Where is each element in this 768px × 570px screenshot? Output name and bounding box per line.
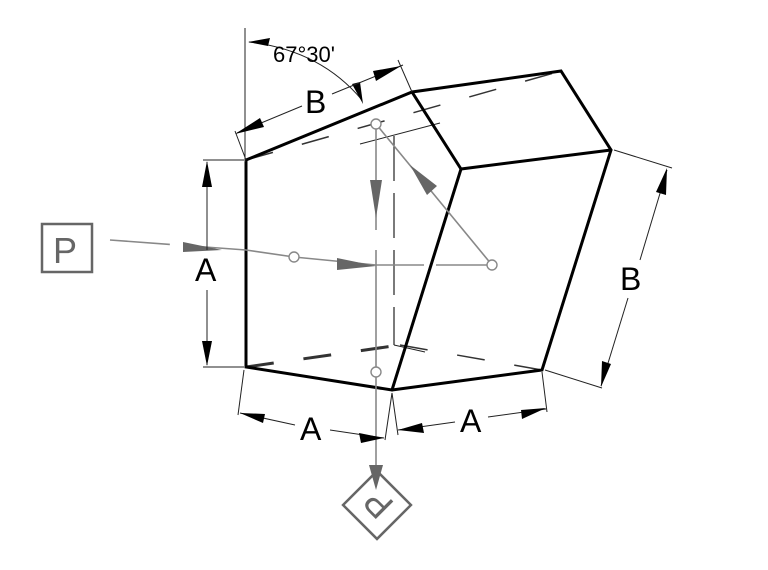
input-symbol: P bbox=[40, 222, 94, 274]
prism-edges bbox=[244, 69, 613, 392]
ray-arrow-in-icon bbox=[183, 242, 222, 252]
ray-arrow-1-icon bbox=[337, 258, 376, 270]
dim-label-bottom-left-a: A bbox=[300, 411, 322, 447]
ray-segment-2 bbox=[375, 123, 493, 266]
dim-label-bottom-right-a: A bbox=[460, 403, 482, 439]
arrow-bl-a-right-icon bbox=[359, 433, 384, 443]
ray-point-entry bbox=[288, 251, 300, 263]
ray-in-2 bbox=[245, 249, 295, 258]
arrow-top-b-right-icon bbox=[373, 66, 401, 81]
ext-line-top-b-left bbox=[234, 130, 247, 161]
arrow-top-b-left-icon bbox=[235, 118, 264, 134]
angle-label: 67°30' bbox=[273, 42, 335, 67]
construction-line-bottom bbox=[393, 344, 426, 353]
edge-front-diag bbox=[390, 167, 463, 392]
input-symbol-letter: P bbox=[53, 230, 77, 271]
arrow-right-b-bottom-icon bbox=[601, 361, 611, 387]
hidden-edge-top bbox=[245, 70, 562, 161]
dim-label-top-b: B bbox=[305, 84, 326, 120]
hidden-edge-bottom-left bbox=[245, 343, 401, 369]
arrow-br-a-left-icon bbox=[398, 423, 424, 433]
arrow-br-a-right-icon bbox=[521, 408, 546, 419]
dimension-bottom-right-a: A bbox=[391, 371, 548, 439]
construction-line bbox=[359, 122, 441, 145]
ray-arrow-out-icon bbox=[369, 465, 383, 490]
ray-in bbox=[109, 239, 247, 251]
ext-line-br-a-right bbox=[541, 371, 548, 413]
ray-point-reflect-1 bbox=[486, 259, 498, 271]
prism-outline bbox=[244, 69, 613, 392]
output-symbol-box bbox=[341, 469, 413, 541]
ext-line-bl-a-left bbox=[237, 369, 245, 416]
arrow-bl-a-left-icon bbox=[240, 413, 265, 423]
input-symbol-box bbox=[40, 222, 94, 274]
arrow-left-a-bottom-icon bbox=[202, 341, 212, 366]
arrow-left-a-top-icon bbox=[202, 161, 212, 187]
hidden-edge-bottom-right bbox=[399, 344, 543, 371]
dim-label-right-b: B bbox=[620, 261, 641, 297]
dimension-bottom-left-a: A bbox=[237, 369, 393, 447]
ext-line-right-b-top bbox=[613, 149, 673, 169]
dimension-right-b: B bbox=[544, 149, 673, 389]
dim-label-left-a: A bbox=[195, 252, 217, 288]
edge-top-inner bbox=[410, 90, 463, 171]
edge-right-top bbox=[459, 148, 613, 171]
ext-line-bl-a-right bbox=[384, 392, 393, 441]
dimension-left-a: A bbox=[195, 159, 244, 368]
ray-point-exit bbox=[370, 366, 382, 378]
angle-dimension: 67°30' bbox=[244, 28, 363, 162]
angle-arrow-right-icon bbox=[352, 82, 363, 104]
ray-arrow-2-icon bbox=[410, 165, 437, 195]
ext-line-right-b-bottom bbox=[544, 369, 603, 389]
ray-arrow-3-icon bbox=[370, 180, 382, 218]
ray-path bbox=[109, 118, 498, 490]
center-lines bbox=[359, 122, 441, 353]
ext-line-top-b-right bbox=[397, 59, 413, 93]
dimension-top-b: B bbox=[234, 59, 413, 161]
angle-arrow-left-icon bbox=[248, 38, 270, 46]
ray-point-reflect-2 bbox=[370, 118, 382, 130]
arrow-right-b-top-icon bbox=[656, 168, 667, 195]
ext-line-br-a-left bbox=[391, 392, 399, 436]
hidden-edges bbox=[245, 70, 562, 371]
